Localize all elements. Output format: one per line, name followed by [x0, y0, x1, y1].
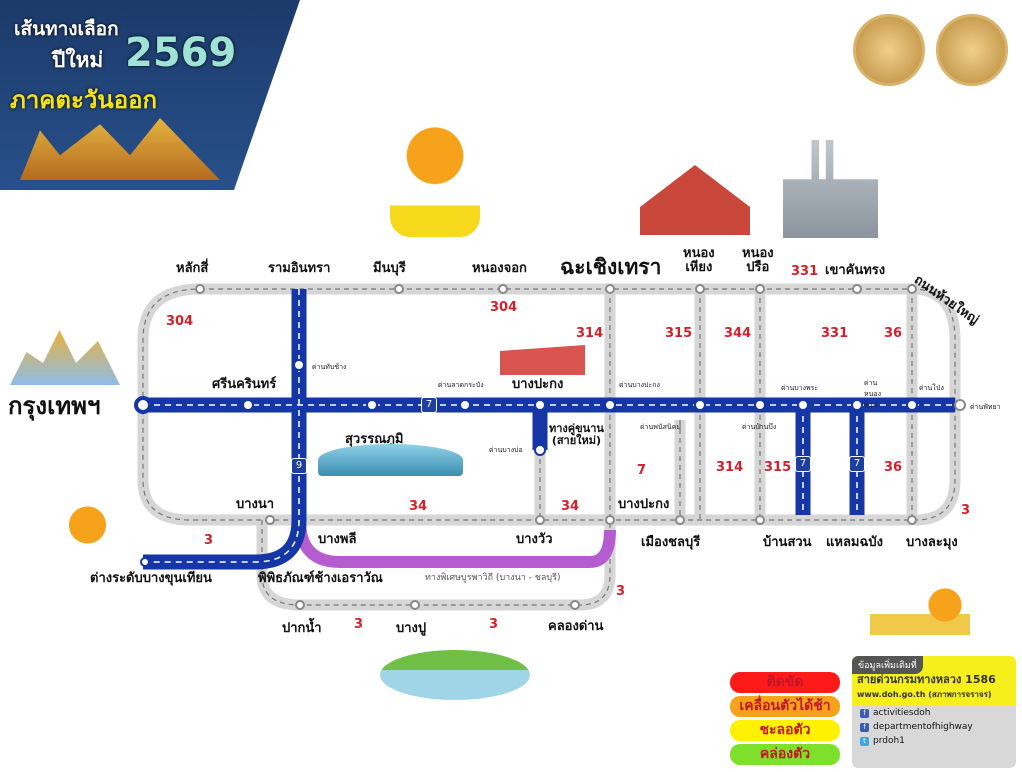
place-paknam: ปากน้ำ — [282, 621, 322, 636]
route-number: 331 — [821, 326, 849, 341]
place-laemchabang: แหลมฉบัง — [826, 535, 883, 550]
facebook-link-highway[interactable]: f departmentofhighway — [852, 720, 1016, 734]
facebook-link-activities[interactable]: f activitiesdoh — [852, 706, 1016, 720]
toll-nongkham: ด่านหนองขาม — [864, 379, 882, 409]
info-header: ข้อมูลเพิ่มเติมที่ — [852, 656, 923, 674]
route-number: 3 — [354, 617, 364, 632]
route-number: 36 — [884, 326, 903, 341]
route-number: 36 — [884, 460, 903, 475]
facebook-handle: departmentofhighway — [873, 722, 973, 732]
facebook-icon: f — [860, 722, 869, 732]
toll-pong: ด่านโป่ง — [919, 384, 944, 392]
place-khaokanthong: เขาคันทรง — [825, 263, 886, 278]
facebook-handle: activitiesdoh — [873, 708, 931, 718]
route-number: 314 — [576, 326, 604, 341]
legend-jammed: ติดขัด — [730, 672, 840, 693]
twitter-link[interactable]: t prdoh1 — [852, 734, 1016, 748]
route-number: 3 — [961, 503, 971, 518]
twitter-icon: t — [860, 736, 869, 746]
route-number: 3 — [616, 584, 626, 599]
motorway-9-shield: 9 — [291, 458, 307, 474]
route-number: 3 — [204, 533, 214, 548]
airport-illustration — [318, 444, 463, 476]
place-nongprue: หนอง ปรือ — [742, 246, 774, 276]
beach-mascot-illustration — [870, 575, 970, 635]
place-bangkhunthian: ต่างระดับบางขุนเทียน — [90, 571, 212, 586]
legend-smooth: คล่องตัว — [730, 744, 840, 765]
mascot-illustration — [60, 495, 115, 555]
route-number: 34 — [409, 499, 428, 514]
place-chachoengsao: ฉะเชิงเทรา — [560, 255, 662, 279]
route-number: 7 — [637, 463, 647, 478]
toll-bangbo: ด่านบางบ่อ — [489, 446, 523, 454]
mangrove-illustration — [380, 650, 530, 700]
website-link[interactable]: www.doh.go.th (สภาพการจราจร) — [857, 690, 992, 699]
route-number: 344 — [724, 326, 752, 341]
place-bangpu: บางปู — [396, 621, 427, 636]
route-number: 304 — [490, 300, 518, 315]
route-number: 314 — [716, 460, 744, 475]
place-khlongdan: คลองด่าน — [548, 619, 604, 634]
route-number: 34 — [561, 499, 580, 514]
station-illustration — [500, 345, 585, 375]
toll-banbueng: ด่านบ้านบึง — [742, 423, 777, 431]
twitter-handle: prdoh1 — [873, 736, 905, 746]
place-bangpakong-bottom: บางปะกง — [618, 497, 670, 512]
place-nongkhiang: หนอง เหียง — [683, 246, 715, 276]
place-bangwua: บางวัว — [516, 532, 553, 547]
route-number: 315 — [665, 326, 693, 341]
doh-seal-icon — [936, 14, 1008, 86]
place-erawan-museum: พิพิธภัณฑ์ช้างเอราวัณ — [258, 571, 383, 586]
place-srinakarin: ศรีนครินทร์ — [212, 377, 277, 392]
burapha-expressway — [294, 519, 616, 568]
route-number: 315 — [764, 460, 792, 475]
facebook-icon: f — [860, 708, 869, 718]
place-banglamung: บางละมุง — [906, 535, 958, 550]
route-number: 331 — [791, 264, 819, 279]
place-bangkok: กรุงเทพฯ — [8, 392, 101, 420]
banner-year: 2569 — [125, 30, 237, 76]
motorway-7-shield: 7 — [421, 397, 437, 413]
toll-thapchang: ด่านทับช้าง — [312, 363, 347, 371]
place-nongchok: หนองจอก — [472, 261, 527, 276]
legend-slow: เคลื่อนตัวได้ช้า — [730, 696, 840, 717]
burapha-expressway-label: ทางพิเศษบูรพาวิถี (บางนา - ชลบุรี) — [425, 573, 561, 583]
banner-line1: เส้นทางเลือก — [14, 18, 119, 40]
toll-bangphra: ด่านบางพระ — [781, 384, 819, 392]
info-panel: ข้อมูลเพิ่มเติมที่ สายด่วนกรมทางหลวง 158… — [852, 656, 1016, 768]
place-laksi: หลักสี่ — [176, 261, 209, 276]
place-bangpakong-top: บางปะกง — [512, 377, 564, 392]
title-banner: เส้นทางเลือก ปีใหม่ 2569 ภาคตะวันออก — [0, 0, 300, 190]
toll-phanatnikhom: ด่านพนัสนิคม — [640, 423, 682, 431]
place-parallel-lane: ทางคู่ขนาน (สายใหม่) — [549, 422, 604, 448]
hotline: สายด่วนกรมทางหลวง 1586 — [857, 673, 996, 686]
place-minburi: มีนบุรี — [373, 261, 406, 276]
mascot-car-illustration — [390, 112, 480, 237]
motorway-7-shield: 7 — [849, 456, 865, 472]
toll-latkrabang: ด่านลาดกระบัง — [438, 381, 484, 389]
place-suvarnabhumi: สุวรรณภูมิ — [345, 432, 404, 447]
legend-slowing: ชะลอตัว — [730, 720, 840, 741]
place-bansuan: บ้านสวน — [763, 535, 812, 550]
route-number: 304 — [166, 314, 194, 329]
route-number: 3 — [489, 617, 499, 632]
toll-pattaya: ด่านพัทยา — [970, 403, 1001, 411]
place-bangna: บางนา — [236, 497, 275, 512]
place-ramintra: รามอินทรา — [268, 261, 331, 276]
banner-line2: ปีใหม่ — [52, 48, 104, 72]
place-muangchonburi: เมืองชลบุรี — [641, 535, 701, 550]
toll-bangpakong: ด่านบางปะกง — [619, 381, 660, 389]
banner-line3: ภาคตะวันออก — [10, 86, 158, 114]
place-bangphli: บางพลี — [318, 532, 357, 547]
seal-icon — [853, 14, 925, 86]
motorway-7-shield: 7 — [795, 456, 811, 472]
